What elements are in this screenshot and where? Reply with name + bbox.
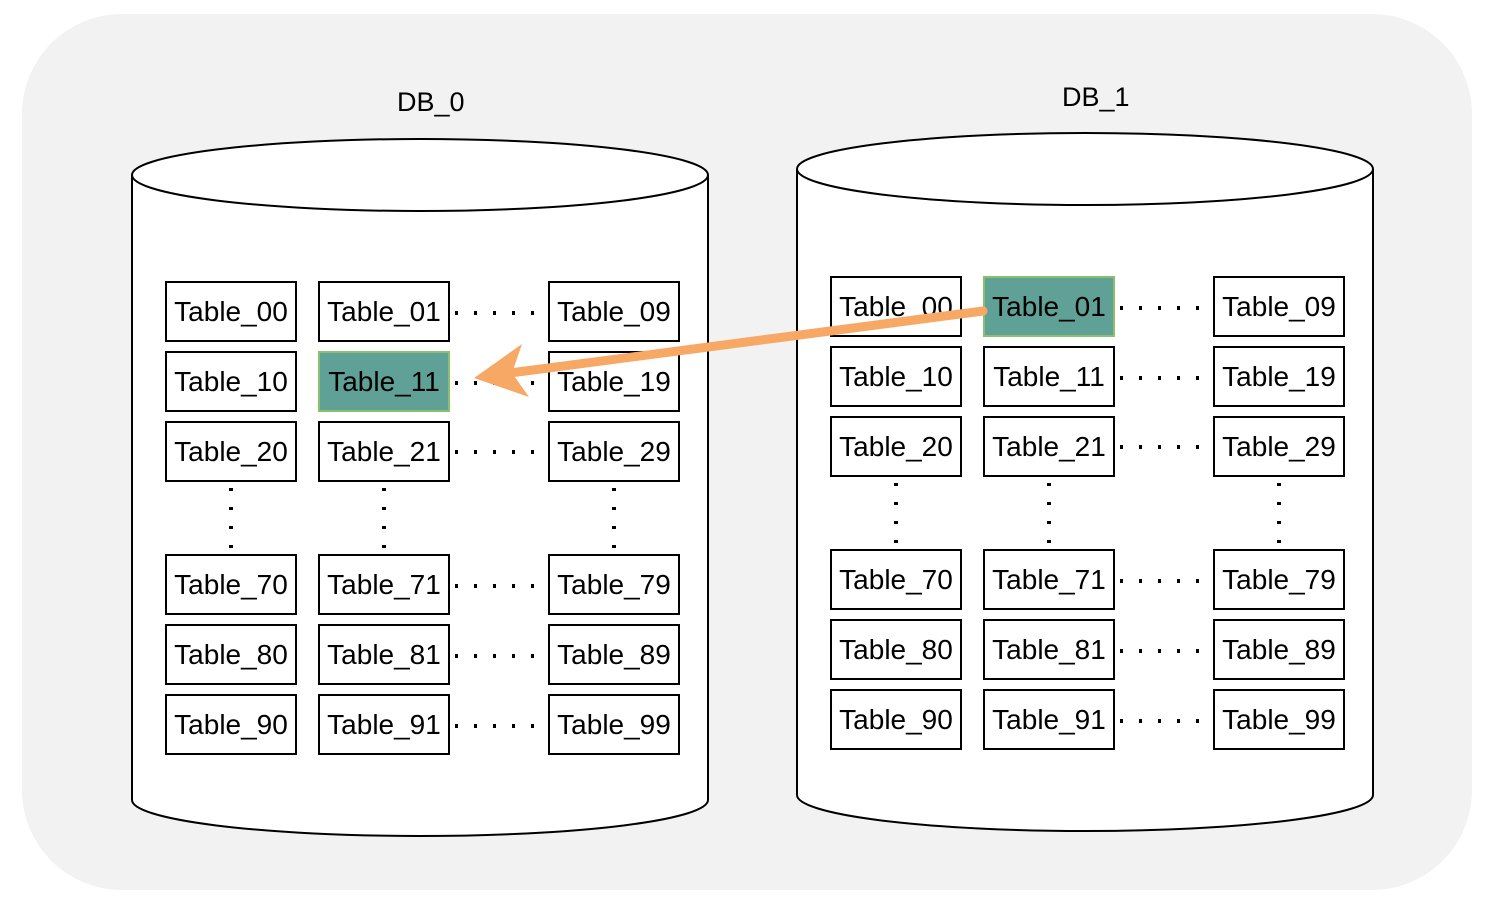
db1-table-box: Table_71: [983, 549, 1115, 610]
db0-table-box: Table_90: [165, 694, 297, 755]
db0-table-box: Table_00: [165, 281, 297, 342]
db1-table-box: Table_01: [983, 276, 1115, 337]
db1-table-box: Table_29: [1213, 416, 1345, 477]
db1-table-box: Table_10: [830, 346, 962, 407]
db1-table-box: Table_21: [983, 416, 1115, 477]
db0-table-box: Table_10: [165, 351, 297, 412]
db0-table-box: Table_81: [318, 624, 450, 685]
db1-table-box: Table_70: [830, 549, 962, 610]
db1-table-box: Table_81: [983, 619, 1115, 680]
db0-table-box: Table_89: [548, 624, 680, 685]
db1-table-box: Table_91: [983, 689, 1115, 750]
db1-table-box: Table_00: [830, 276, 962, 337]
db1-table-box: Table_90: [830, 689, 962, 750]
db1-table-box: Table_20: [830, 416, 962, 477]
db1-table-box: Table_80: [830, 619, 962, 680]
db1-table-box: Table_19: [1213, 346, 1345, 407]
db0-table-box: Table_80: [165, 624, 297, 685]
db0-table-box: Table_20: [165, 421, 297, 482]
db0-table-box: Table_29: [548, 421, 680, 482]
db0-label: DB_0: [397, 87, 465, 117]
db1-table-box: Table_99: [1213, 689, 1345, 750]
db0-table-box: Table_91: [318, 694, 450, 755]
db1-table-box: Table_89: [1213, 619, 1345, 680]
db1-table-box: Table_11: [983, 346, 1115, 407]
db1-label: DB_1: [1062, 82, 1130, 112]
db0-table-box: Table_01: [318, 281, 450, 342]
db0-table-box: Table_79: [548, 554, 680, 615]
db1-table-box: Table_09: [1213, 276, 1345, 337]
db0-table-box: Table_70: [165, 554, 297, 615]
db0-table-box: Table_99: [548, 694, 680, 755]
db1-table-box: Table_79: [1213, 549, 1345, 610]
db0-table-box: Table_19: [548, 351, 680, 412]
db0-table-box: Table_11: [318, 351, 450, 412]
db0-table-box: Table_09: [548, 281, 680, 342]
db0-table-box: Table_21: [318, 421, 450, 482]
db0-table-box: Table_71: [318, 554, 450, 615]
